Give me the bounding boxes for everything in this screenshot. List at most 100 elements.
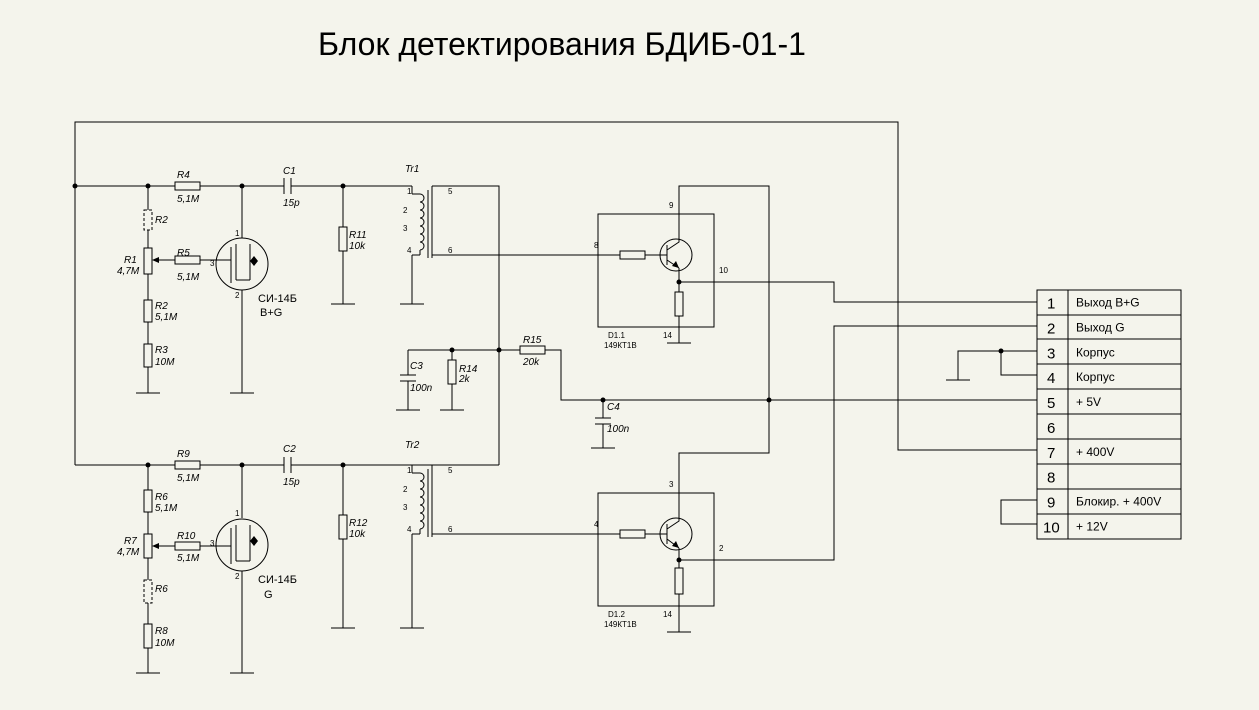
- connector-pin-label: Выход B+G: [1076, 295, 1140, 309]
- svg-text:3: 3: [210, 539, 215, 548]
- svg-text:R1: R1: [124, 255, 137, 266]
- connector-pin-number: 7: [1047, 445, 1055, 462]
- svg-text:2: 2: [235, 291, 240, 300]
- svg-text:8: 8: [594, 241, 599, 250]
- resistor-R11: R11 10k: [338, 226, 367, 252]
- svg-text:R11: R11: [349, 230, 367, 241]
- svg-text:5,1M: 5,1M: [155, 312, 178, 323]
- connector-pin-number: 2: [1047, 320, 1055, 337]
- geiger-tube-1: 1 3 2 СИ-14Б B+G: [210, 229, 297, 319]
- svg-text:4,7M: 4,7M: [117, 266, 140, 277]
- svg-text:D1.2: D1.2: [608, 610, 625, 619]
- connector-pin-label: + 12V: [1076, 520, 1108, 534]
- resistor-R10: R10 5,1M: [174, 531, 201, 564]
- resistor-R6-unfitted: R6: [143, 579, 168, 604]
- svg-text:2: 2: [235, 572, 240, 581]
- svg-text:14: 14: [663, 331, 672, 340]
- svg-text:D1.1: D1.1: [608, 331, 625, 340]
- svg-text:6: 6: [448, 525, 453, 534]
- svg-text:R2: R2: [155, 301, 168, 312]
- svg-text:15p: 15p: [283, 198, 300, 209]
- svg-text:3: 3: [669, 480, 674, 489]
- svg-text:R9: R9: [177, 449, 190, 460]
- svg-text:5,1M: 5,1M: [177, 553, 200, 564]
- svg-text:5,1M: 5,1M: [177, 272, 200, 283]
- capacitor-C4: C4 100n: [595, 402, 630, 435]
- svg-text:5: 5: [448, 187, 453, 196]
- svg-text:15p: 15p: [283, 477, 300, 488]
- resistor-R4: R4 5,1M: [174, 170, 201, 205]
- svg-text:R3: R3: [155, 345, 168, 356]
- transformer-Tr1: Tr1 1 2 3 4 5 6: [403, 164, 453, 258]
- svg-text:1: 1: [235, 509, 240, 518]
- connector-pin-label: + 5V: [1076, 395, 1101, 409]
- svg-text:14: 14: [663, 610, 672, 619]
- svg-text:R12: R12: [349, 518, 368, 529]
- svg-text:1: 1: [407, 187, 412, 196]
- svg-text:4: 4: [594, 520, 599, 529]
- resistor-R14: R14 2k: [447, 359, 478, 385]
- resistor-R5: R5 5,1M: [174, 248, 201, 283]
- svg-text:10k: 10k: [349, 241, 366, 252]
- connector-pin-number: 8: [1047, 470, 1055, 487]
- svg-text:C4: C4: [607, 402, 620, 413]
- svg-text:R14: R14: [459, 364, 478, 375]
- potentiometer-R1: R1 4,7M: [117, 247, 159, 277]
- connector-pin-number: 9: [1047, 495, 1055, 512]
- svg-text:149КТ1В: 149КТ1В: [604, 341, 637, 350]
- connector-pin-number: 1: [1047, 295, 1055, 312]
- svg-text:3: 3: [210, 259, 215, 268]
- svg-text:C1: C1: [283, 166, 296, 177]
- svg-text:R6: R6: [155, 584, 168, 595]
- svg-text:5,1M: 5,1M: [177, 194, 200, 205]
- svg-text:4,7M: 4,7M: [117, 547, 140, 558]
- svg-text:10k: 10k: [349, 529, 366, 540]
- connector-pin-number: 5: [1047, 395, 1055, 412]
- resistor-R3: R3 10M: [143, 343, 175, 368]
- svg-text:2: 2: [403, 206, 408, 215]
- resistor-R12: R12 10k: [338, 514, 368, 540]
- svg-text:R5: R5: [177, 248, 190, 259]
- svg-text:R8: R8: [155, 626, 168, 637]
- wires: [74, 121, 1037, 674]
- svg-text:R7: R7: [124, 536, 137, 547]
- svg-text:20k: 20k: [522, 357, 540, 368]
- geiger-tube-2: 1 3 2 СИ-14Б G: [210, 509, 297, 601]
- svg-text:5,1M: 5,1M: [177, 473, 200, 484]
- svg-text:10M: 10M: [155, 357, 175, 368]
- svg-text:R10: R10: [177, 531, 196, 542]
- connector-pin-label: + 400V: [1076, 445, 1114, 459]
- svg-text:СИ-14Б: СИ-14Б: [258, 574, 297, 586]
- svg-text:C3: C3: [410, 361, 423, 372]
- connector-pin-number: 4: [1047, 370, 1055, 387]
- svg-text:1: 1: [235, 229, 240, 238]
- connector-pin-number: 6: [1047, 420, 1055, 437]
- resistor-R6: R6 5,1M: [143, 489, 178, 514]
- connector-pin-number: 3: [1047, 345, 1055, 362]
- svg-text:3: 3: [403, 503, 408, 512]
- svg-text:3: 3: [403, 224, 408, 233]
- resistor-R2: R2 5,1M: [143, 299, 178, 323]
- resistor-R2-unfitted: R2: [143, 209, 168, 231]
- svg-text:R6: R6: [155, 492, 168, 503]
- svg-text:C2: C2: [283, 444, 296, 455]
- svg-text:5: 5: [448, 466, 453, 475]
- svg-text:4: 4: [407, 525, 412, 534]
- connector-pin-label: Блокир. + 400V: [1076, 495, 1161, 509]
- svg-text:4: 4: [407, 246, 412, 255]
- connector-pin-number: 10: [1043, 520, 1060, 537]
- svg-text:100n: 100n: [607, 424, 630, 435]
- capacitor-C2: C2 15p: [283, 444, 300, 488]
- capacitor-C3: C3 100n: [400, 361, 433, 394]
- connector-pin-label: Корпус: [1076, 370, 1115, 384]
- junction-dots: [72, 183, 1004, 563]
- svg-text:B+G: B+G: [260, 307, 282, 319]
- svg-text:10: 10: [719, 266, 728, 275]
- resistor-R9: R9 5,1M: [174, 449, 201, 484]
- svg-text:2: 2: [403, 485, 408, 494]
- ic-D1-1: 8 9 10 14 D1.1 149КТ1В: [594, 201, 728, 350]
- capacitor-C1: C1 15p: [283, 166, 300, 209]
- svg-text:G: G: [264, 589, 273, 601]
